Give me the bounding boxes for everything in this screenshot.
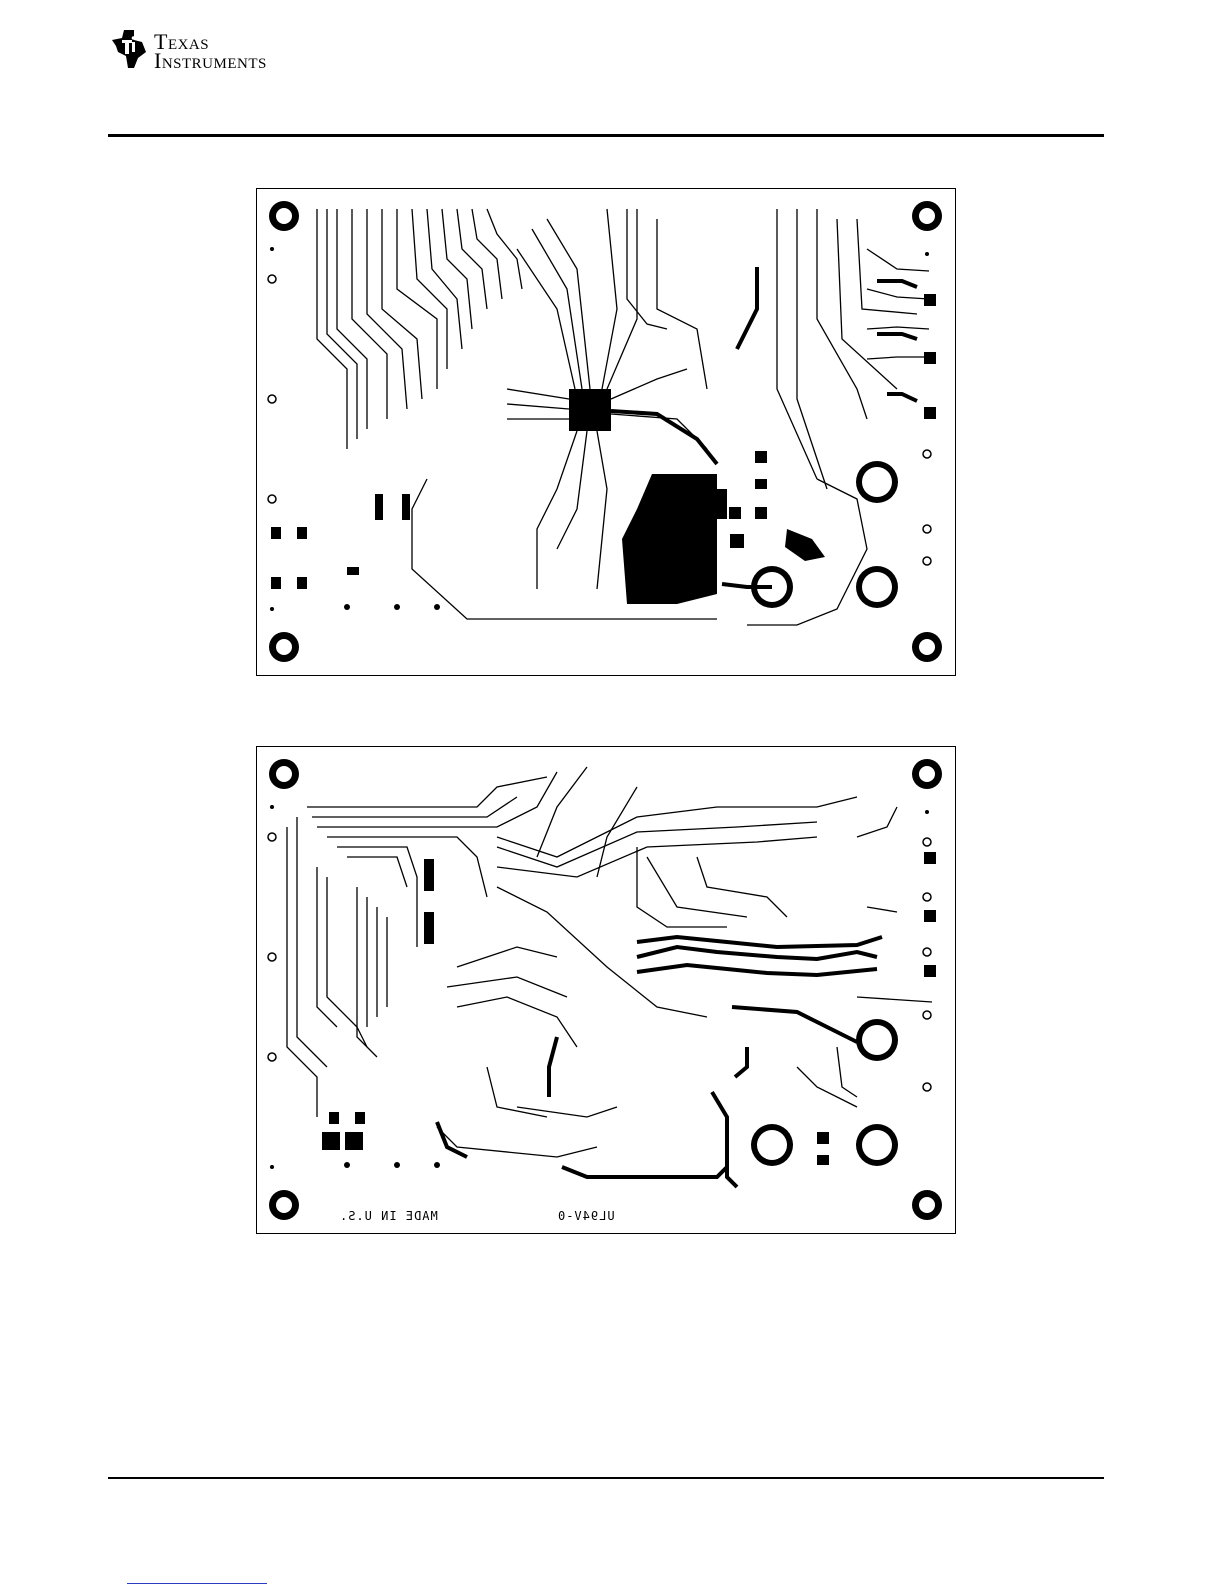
pcb-bottom-layer-artwork — [257, 747, 955, 1233]
footer-link-underline[interactable] — [127, 1583, 267, 1584]
header-rule — [108, 134, 1104, 137]
brand-line-2: Instruments — [154, 51, 267, 70]
silkscreen-rating: UL94V-0 — [557, 1209, 615, 1223]
pcb-top-layer-artwork — [257, 189, 955, 675]
silkscreen-made-in: MADE IN U.S. — [339, 1209, 438, 1223]
ti-logo: Texas Instruments — [108, 26, 298, 74]
pcb-top-layer-figure — [256, 188, 956, 676]
ti-logo-icon — [108, 26, 152, 70]
footer-rule — [108, 1477, 1104, 1479]
ti-logo-text: Texas Instruments — [154, 32, 267, 70]
pcb-bottom-layer-figure: MADE IN U.S. UL94V-0 — [256, 746, 956, 1234]
